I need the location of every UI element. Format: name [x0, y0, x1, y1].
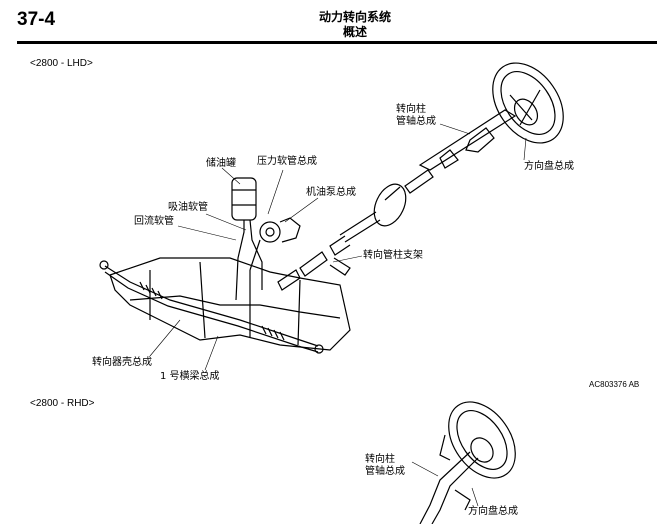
lhd-callout-oil-pump: 机油泵总成: [306, 187, 356, 198]
lhd-callout-pressure-hose: 压力软管总成: [257, 156, 317, 167]
lhd-callout-steering-column-shaft: 转向柱 管轴总成: [396, 104, 436, 128]
lhd-callout-column-bracket: 转向管柱支架: [363, 250, 423, 261]
lhd-callout-steering-column-shaft-line2: 管轴总成: [396, 116, 436, 127]
lhd-callout-suction-hose: 吸油软管: [168, 202, 208, 213]
lhd-callout-reservoir: 储油罐: [206, 158, 236, 169]
lhd-column-drawing: [384, 109, 517, 201]
rhd-callout-steering-column-shaft-line2: 管轴总成: [365, 466, 405, 477]
lhd-callout-gear-housing: 转向器壳总成: [92, 357, 152, 368]
lhd-crossmember-drawing: [109, 257, 351, 351]
rhd-leader-lines: [411, 461, 479, 507]
lhd-callout-return-hose: 回流软管: [134, 216, 174, 227]
lhd-callout-crossmember: 1 号横梁总成: [160, 371, 220, 382]
rhd-callout-steering-column-shaft-line1: 转向柱: [365, 454, 395, 465]
lhd-illustration: [99, 62, 564, 354]
rhd-column-drawing: [419, 434, 479, 524]
page-number: 37-4: [17, 9, 56, 30]
rhd-callout-steering-wheel: 方向盘总成: [468, 506, 518, 517]
lhd-variant-label: <2800 - LHD>: [30, 58, 93, 69]
rhd-steering-wheel-drawing: [448, 401, 516, 479]
lhd-steering-wheel-drawing: [492, 62, 564, 144]
section-title-text: 概述: [342, 25, 367, 39]
lhd-bracket-drawing: [277, 183, 407, 291]
chapter-title-text: 动力转向系统: [318, 10, 391, 24]
rhd-variant-label: <2800 - RHD>: [30, 398, 95, 409]
rhd-illustration: [419, 401, 516, 524]
lhd-rack-drawing: [99, 260, 324, 354]
rhd-callout-steering-column-shaft: 转向柱 管轴总成: [365, 454, 405, 478]
lhd-leader-lines: [149, 123, 527, 371]
chapter-title: 动力转向系统 概述: [270, 10, 440, 40]
figure-code: AC803376 AB: [589, 380, 640, 389]
lhd-callout-steering-column-shaft-line1: 转向柱: [396, 104, 426, 115]
lhd-callout-steering-wheel: 方向盘总成: [524, 161, 574, 172]
lhd-reservoir-drawing: [231, 177, 263, 301]
header-rule: [17, 41, 657, 44]
lhd-pump-drawing: [249, 217, 301, 271]
